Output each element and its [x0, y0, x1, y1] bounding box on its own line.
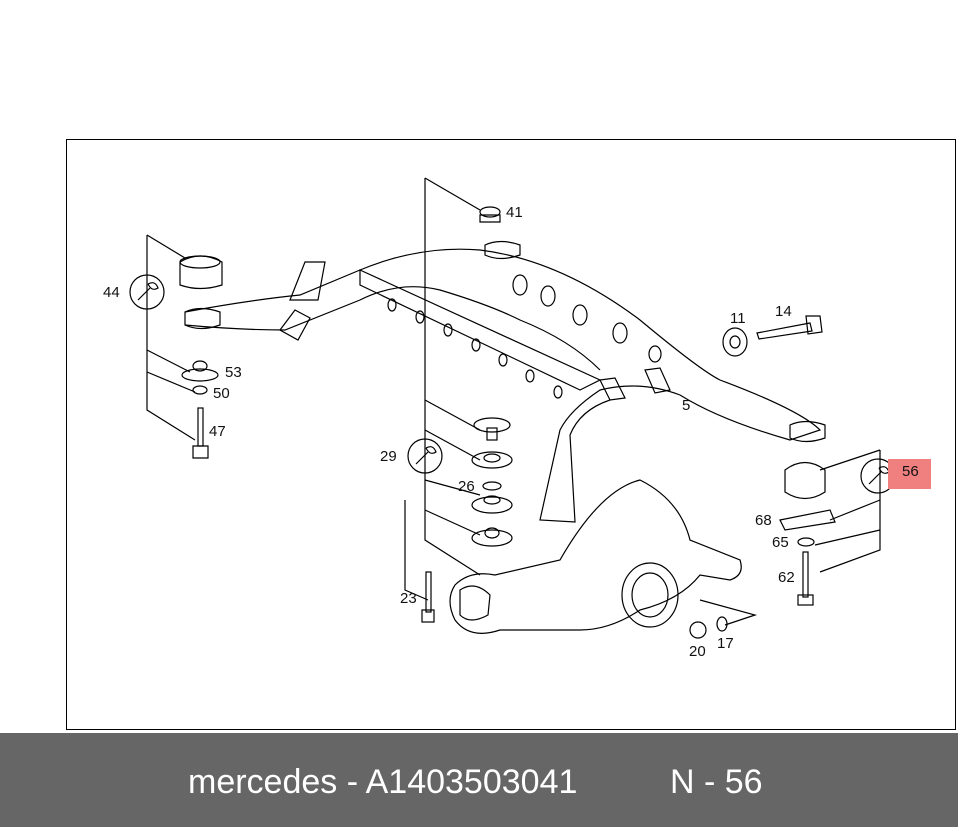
subframe-body: [184, 248, 822, 523]
diagram-frame: [66, 139, 956, 730]
callout-47: 47: [209, 423, 226, 440]
callout-53: 53: [225, 364, 242, 381]
callout-44: 44: [103, 284, 120, 301]
callout-62: 62: [778, 569, 795, 586]
differential-housing: [449, 479, 742, 634]
bracket-left: [146, 235, 196, 441]
callout-65: 65: [772, 534, 789, 551]
bracket-center: [424, 178, 481, 576]
parts-diagram: 41 44 53 50 47 11 14 5 29 26 56 68 65 62…: [66, 139, 956, 730]
callout-29: 29: [380, 448, 397, 465]
callout-23: 23: [400, 590, 417, 607]
wrench-icon: [129, 274, 165, 310]
callout-56: 56: [888, 459, 931, 489]
callout-17: 17: [717, 635, 734, 652]
mount-56: [784, 461, 826, 500]
callout-14: 14: [775, 303, 792, 320]
callout-41: 41: [506, 204, 523, 221]
callout-68: 68: [755, 512, 772, 529]
callout-5: 5: [682, 397, 691, 414]
callout-50: 50: [213, 385, 230, 402]
caption-bar: mercedes - A1403503041 N - 56: [0, 733, 958, 827]
callout-20: 20: [689, 643, 706, 660]
position-code-caption: N - 56: [670, 763, 763, 801]
callout-26: 26: [458, 478, 475, 495]
diagram-drawing: [129, 177, 896, 639]
bracket-right: [819, 450, 881, 573]
part-number-caption: mercedes - A1403503041: [188, 763, 578, 801]
wrench-icon: [407, 438, 443, 474]
callout-11: 11: [730, 310, 746, 327]
subframe-crossmember: [359, 269, 602, 391]
mount-44: [179, 255, 223, 290]
